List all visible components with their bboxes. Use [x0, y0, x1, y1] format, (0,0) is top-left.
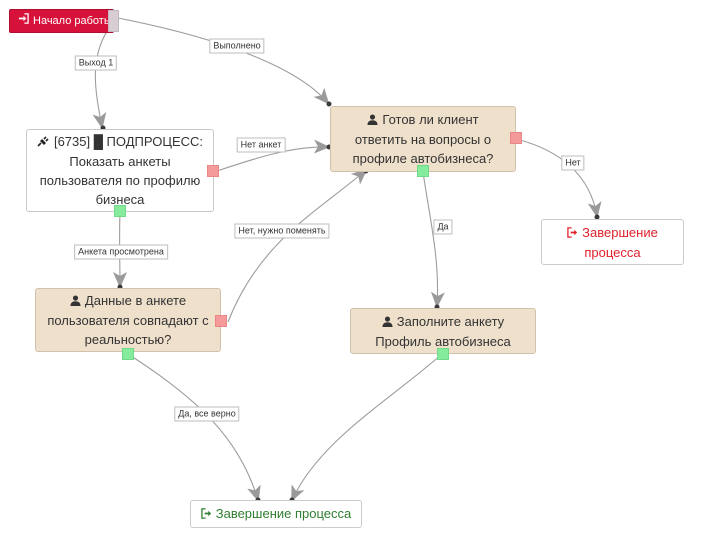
edge-label-no-form: Нет анкет: [236, 137, 286, 153]
task-client-ready[interactable]: Готов ли клиент ответить на вопросы о пр…: [330, 106, 516, 172]
edge-label-exit1: Выход 1: [74, 55, 118, 71]
user-icon: [367, 111, 378, 130]
sign-out-icon: [567, 224, 578, 243]
edge-start-to-subprocess[interactable]: [92, 23, 113, 129]
end-node-bottom-label: Завершение процесса: [215, 506, 352, 521]
edge-start-to-q-client[interactable]: [117, 17, 330, 105]
edge-q-data-to-end-bottom[interactable]: [127, 353, 261, 502]
end-node-top-label: Завершение процесса: [582, 224, 658, 260]
task-client-ready-label: Готов ли клиент ответить на вопросы о пр…: [352, 112, 494, 166]
edge-label-need-change: Нет, нужно поменять: [234, 223, 330, 239]
start-node-label: Начало работы: [33, 14, 112, 27]
anchor-dot: [594, 214, 600, 220]
user-icon: [382, 313, 393, 332]
edge-label-no: Нет: [561, 155, 585, 171]
end-node-bottom[interactable]: Завершение процесса: [190, 500, 362, 528]
edge-label-yes: Да: [433, 219, 453, 235]
anchor-dot: [326, 101, 332, 107]
sign-out-icon: [201, 505, 212, 524]
start-port[interactable]: [108, 10, 119, 32]
user-icon: [70, 292, 81, 311]
task-fill-form[interactable]: Заполните анкету Профиль автобизнеса: [350, 308, 536, 354]
port-yes-correct[interactable]: [122, 348, 134, 360]
subprocess-node[interactable]: [6735] █ ПОДПРОЦЕСС: Показать анкеты пол…: [26, 129, 214, 212]
sign-in-icon: [18, 12, 29, 31]
port-yes[interactable]: [417, 165, 429, 177]
port-no[interactable]: [510, 132, 522, 144]
start-node[interactable]: Начало работы: [9, 9, 114, 33]
port-viewed[interactable]: [114, 205, 126, 217]
task-data-matches[interactable]: Данные в анкете пользователя совпадают с…: [35, 288, 221, 352]
edge-label-viewed: Анкета просмотрена: [74, 244, 168, 260]
edge-label-done: Выполнено: [209, 38, 265, 54]
edge-q-data-to-q-client[interactable]: [227, 168, 368, 323]
end-node-top[interactable]: Завершение процесса: [541, 219, 684, 265]
edge-q-client-to-fill-form[interactable]: [422, 171, 445, 308]
task-data-matches-label: Данные в анкете пользователя совпадают с…: [47, 293, 209, 347]
port-need-change[interactable]: [215, 315, 227, 327]
subprocess-node-label: [6735] █ ПОДПРОЦЕСС: Показать анкеты пол…: [39, 134, 204, 207]
edge-subprocess-to-q-client[interactable]: [213, 139, 330, 173]
edge-label-yes-correct: Да, все верно: [174, 406, 240, 422]
edge-q-client-to-end-top[interactable]: [515, 138, 602, 218]
port-no-form[interactable]: [207, 165, 219, 177]
task-fill-form-label: Заполните анкету Профиль автобизнеса: [375, 313, 511, 349]
plug-icon: [37, 133, 50, 152]
port-fill-done[interactable]: [437, 348, 449, 360]
edge-fill-form-to-end-bottom[interactable]: [291, 353, 443, 502]
